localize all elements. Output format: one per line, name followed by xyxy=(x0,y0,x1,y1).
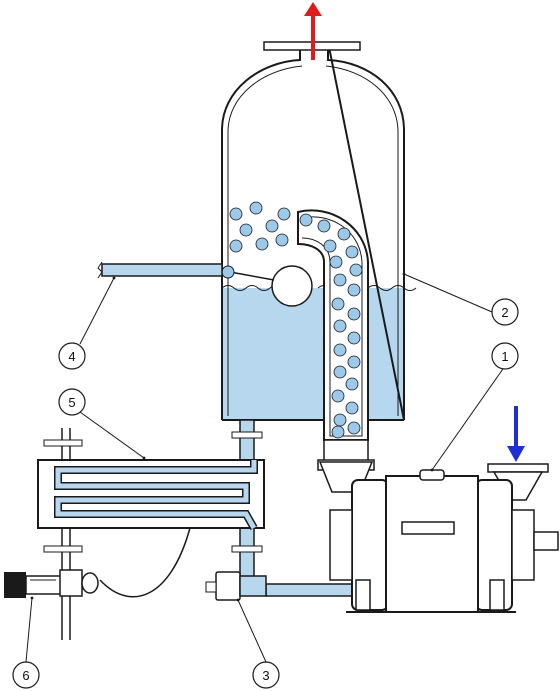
bubble xyxy=(265,219,279,233)
up-arrow-icon xyxy=(304,2,322,60)
svg-text:2: 2 xyxy=(501,305,508,320)
leader-lines xyxy=(25,272,506,663)
bubble xyxy=(333,273,347,287)
svg-text:3: 3 xyxy=(262,668,269,683)
bubble xyxy=(347,307,361,321)
bubble xyxy=(275,233,289,247)
bubble xyxy=(299,213,313,227)
bubble xyxy=(347,283,361,297)
bubble xyxy=(229,239,243,253)
bubble xyxy=(331,297,345,311)
bubble xyxy=(337,227,351,241)
bubble xyxy=(331,425,345,439)
bubble xyxy=(347,355,361,369)
bubble xyxy=(323,239,337,253)
bubble xyxy=(333,343,347,357)
bubble xyxy=(317,219,331,233)
bubble xyxy=(345,401,359,415)
svg-text:5: 5 xyxy=(68,395,75,410)
regulating-valve xyxy=(205,571,267,601)
callout-2: 2 xyxy=(491,298,519,326)
bubble xyxy=(345,377,359,391)
bubble xyxy=(229,207,243,221)
vessel-water xyxy=(222,288,404,420)
bubble xyxy=(277,207,291,221)
callout-1: 1 xyxy=(491,342,519,370)
callout-3: 3 xyxy=(252,661,280,689)
temperature-gauge xyxy=(4,569,99,598)
bubble xyxy=(347,421,361,435)
svg-text:4: 4 xyxy=(68,349,75,364)
gas-bubbles xyxy=(229,201,363,439)
float-valve xyxy=(221,265,313,307)
bubble xyxy=(333,413,347,427)
vessel-shell xyxy=(221,41,405,421)
heat-exchanger xyxy=(37,428,265,640)
bubble xyxy=(249,201,263,215)
bubble xyxy=(329,255,343,269)
svg-text:1: 1 xyxy=(501,349,508,364)
down-arrow-icon xyxy=(507,406,525,462)
bubble xyxy=(333,365,347,379)
bubble xyxy=(331,389,345,403)
svg-text:6: 6 xyxy=(22,668,29,683)
bubble xyxy=(255,237,269,251)
callout-6: 6 xyxy=(12,661,40,689)
bubble xyxy=(347,331,361,345)
bubble xyxy=(239,223,253,237)
makeup-liquid-pipe xyxy=(97,261,223,279)
bubble xyxy=(345,245,359,259)
callout-5: 5 xyxy=(58,388,86,416)
liquid-ring-pump xyxy=(318,461,559,613)
bubble xyxy=(349,263,363,277)
bubble xyxy=(333,319,347,333)
float-ball xyxy=(271,265,313,307)
callout-4: 4 xyxy=(58,342,86,370)
